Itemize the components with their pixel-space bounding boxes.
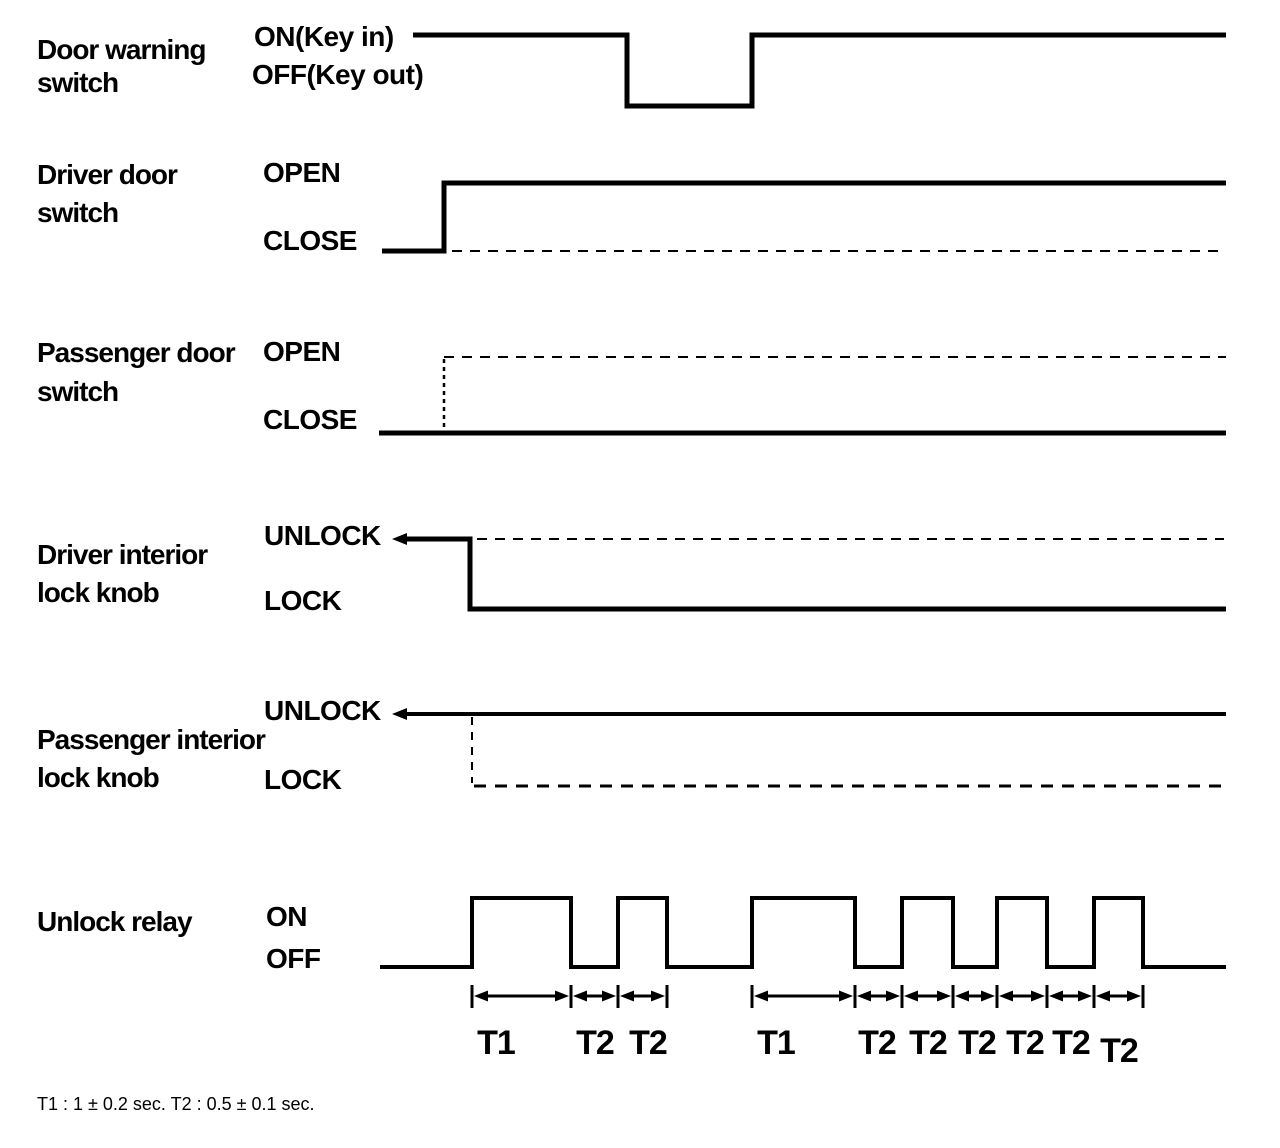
passenger-door-switch-level-label: OPEN	[263, 336, 341, 367]
driver-interior-lock-knob-level-label: UNLOCK	[264, 520, 381, 551]
arrow-left-head	[573, 990, 587, 1002]
arrow-right-head	[1031, 990, 1045, 1002]
timing-label: T1	[477, 1024, 516, 1062]
arrow-left-head	[955, 990, 969, 1002]
driver-interior-lock-knob-level-label: LOCK	[264, 585, 342, 616]
arrow-right-head	[555, 990, 569, 1002]
arrow-right-head	[937, 990, 951, 1002]
timing-label: T2	[629, 1024, 668, 1062]
passenger-door-switch-label: Passenger door	[37, 337, 236, 368]
passenger-interior-lock-knob-level-label: UNLOCK	[264, 695, 381, 726]
timing-label: T2	[1100, 1032, 1139, 1070]
driver-interior-lock-knob-waveform-segment	[398, 536, 1226, 612]
arrow-left-head	[1096, 990, 1110, 1002]
unlock-relay-label: Unlock relay	[37, 906, 193, 937]
driver-door-switch-waveform-segment	[382, 180, 1226, 254]
driver-door-switch-label: switch	[37, 197, 119, 228]
driver-door-switch-level-label: CLOSE	[263, 225, 357, 256]
arrow-left-head	[857, 990, 871, 1002]
door-warning-switch-waveform-segment	[413, 32, 1226, 109]
unlock-relay-level-label: OFF	[266, 943, 321, 974]
arrow-right-head	[839, 990, 853, 1002]
driver-door-switch-label: Driver door	[37, 159, 178, 190]
arrow-right-head	[981, 990, 995, 1002]
arrow-left-head	[999, 990, 1013, 1002]
arrow-left-head	[474, 990, 488, 1002]
passenger-door-switch-label: switch	[37, 376, 119, 407]
arrow-right-head	[651, 990, 665, 1002]
passenger-interior-lock-knob-label: lock knob	[37, 762, 160, 793]
arrow-left-head	[620, 990, 634, 1002]
door-warning-switch-level-label: OFF(Key out)	[252, 59, 424, 90]
arrow-left-head	[904, 990, 918, 1002]
timing-label: T2	[858, 1024, 897, 1062]
timing-label: T2	[909, 1024, 948, 1062]
door-warning-switch-label: Door warning	[37, 34, 206, 65]
unlock-relay-level-label: ON	[266, 901, 308, 932]
timing-label: T2	[958, 1024, 997, 1062]
door-warning-switch-level-label: ON(Key in)	[254, 21, 394, 52]
arrow-right-head	[886, 990, 900, 1002]
arrow-right-head	[1127, 990, 1141, 1002]
timing-label: T2	[1052, 1024, 1091, 1062]
driver-door-switch-level-label: OPEN	[263, 157, 341, 188]
timing-footnote: T1 : 1 ± 0.2 sec. T2 : 0.5 ± 0.1 sec.	[37, 1094, 315, 1114]
driver-interior-lock-knob-label: lock knob	[37, 577, 160, 608]
door-warning-switch-label: switch	[37, 67, 119, 98]
timing-label: T2	[576, 1024, 615, 1062]
passenger-door-switch-level-label: CLOSE	[263, 404, 357, 435]
arrow-right-head	[1078, 990, 1092, 1002]
timing-label: T1	[757, 1024, 796, 1062]
arrow-right-head	[602, 990, 616, 1002]
arrow-left-head	[1049, 990, 1063, 1002]
timing-label: T2	[1006, 1024, 1045, 1062]
arrow-left-head	[754, 990, 768, 1002]
unlock-relay-waveform-segment	[380, 896, 1226, 969]
passenger-interior-lock-knob-label: Passenger interior	[37, 724, 266, 755]
passenger-interior-lock-knob-level-label: LOCK	[264, 764, 342, 795]
driver-interior-lock-knob-label: Driver interior	[37, 539, 208, 570]
